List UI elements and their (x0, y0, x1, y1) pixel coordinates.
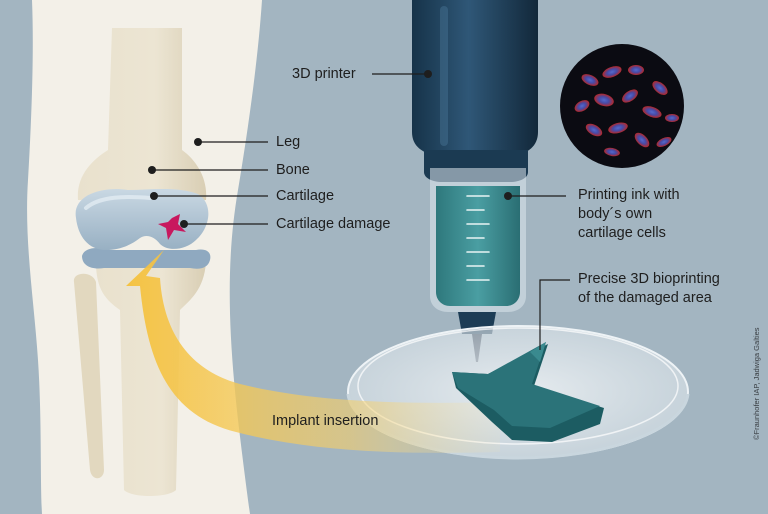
printer-body (412, 0, 538, 156)
implant-arrow (126, 250, 500, 453)
label-3d-printer: 3D printer (292, 66, 356, 82)
label-ink-line2: body´s own (578, 206, 653, 222)
tibia (96, 262, 206, 496)
label-ink-line3: cartilage cells (578, 225, 666, 241)
label-implant-insertion: Implant insertion (272, 413, 379, 429)
label-cartilage: Cartilage (276, 188, 335, 204)
printing-ink (436, 186, 520, 306)
label-bioprint-line2: of the damaged area (578, 290, 712, 306)
label-bioprint-line1: Precise 3D bioprinting (578, 271, 720, 287)
label-ink-line1: Printing ink with (578, 187, 680, 203)
meniscus (82, 248, 211, 269)
implant-top (452, 342, 600, 428)
cartilage-damage-mark (158, 214, 186, 240)
leader-bioprint (539, 279, 570, 350)
femur (77, 28, 207, 200)
label-leg: Leg (276, 134, 301, 150)
cartilage-cap (75, 189, 209, 250)
label-cartilage-damage: Cartilage damage (276, 216, 391, 232)
copyright-credit: ©Fraunhofer IAP, Jadwiga Galties (752, 327, 761, 440)
fibula (73, 273, 104, 479)
label-bone: Bone (276, 162, 310, 178)
cells (574, 65, 679, 157)
